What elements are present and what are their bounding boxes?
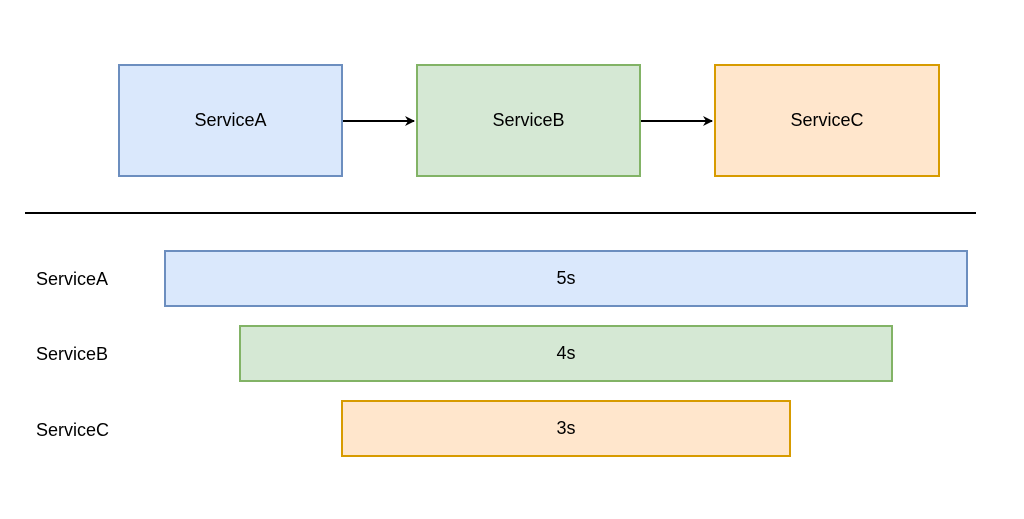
- timeline-bar-service-c-duration: 3s: [556, 418, 576, 438]
- timeline-bar-service-b-duration: 4s: [556, 343, 576, 363]
- service-a-node: ServiceA: [118, 64, 343, 177]
- service-b-node: ServiceB: [416, 64, 641, 177]
- service-a-node-label: ServiceA: [194, 110, 267, 130]
- timeline-label-service-b: ServiceB: [36, 344, 109, 364]
- timeline-bar-service-c: 3s: [341, 400, 791, 457]
- service-c-node-label: ServiceC: [790, 110, 864, 130]
- timeline-bar-service-b: 4s: [239, 325, 893, 382]
- service-b-node-label: ServiceB: [492, 110, 565, 130]
- timeline-bar-service-a: 5s: [164, 250, 968, 307]
- service-c-node: ServiceC: [714, 64, 940, 177]
- timeline-bar-service-a-duration: 5s: [556, 268, 576, 288]
- timeline-label-service-a: ServiceA: [36, 269, 109, 289]
- timeline-label-service-c: ServiceC: [36, 420, 110, 440]
